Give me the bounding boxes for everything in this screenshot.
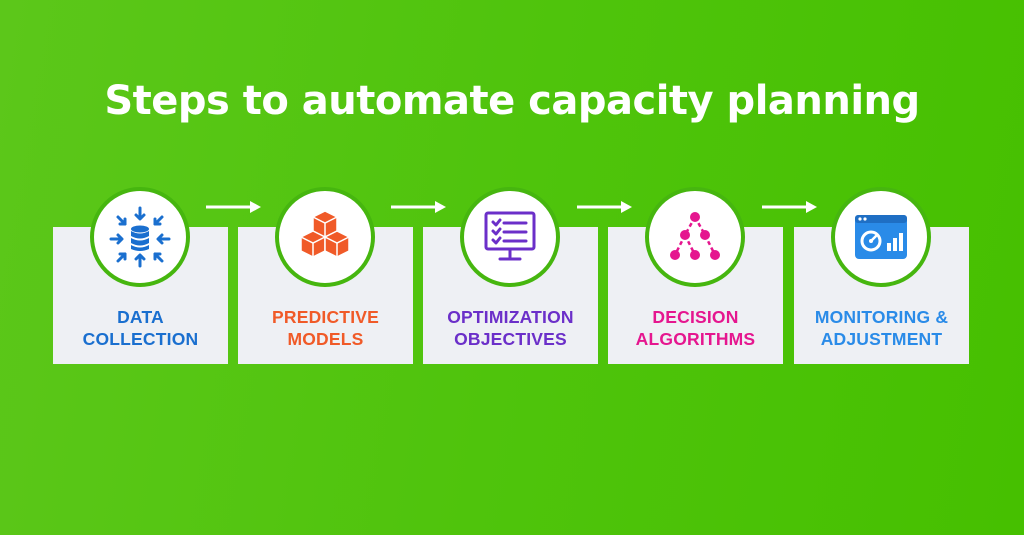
- step-icon-circle: [90, 187, 190, 287]
- arrow-icon: [204, 199, 262, 215]
- step-icon-circle: [645, 187, 745, 287]
- step-icon-circle: [275, 187, 375, 287]
- monitor-checklist-icon: [484, 211, 536, 261]
- dashboard-gauge-icon: [855, 215, 907, 259]
- step-icon-circle: [831, 187, 931, 287]
- arrow-icon: [389, 199, 447, 215]
- step-icon-circle: [460, 187, 560, 287]
- arrow-icon: [760, 199, 818, 215]
- step-label-monitoring-adjustment: MONITORING &ADJUSTMENT: [814, 307, 949, 349]
- decision-tree-icon: [670, 212, 720, 260]
- cubes-icon: [300, 210, 350, 258]
- page-title: Steps to automate capacity planning: [104, 78, 920, 124]
- data-collection-icon: [109, 206, 171, 268]
- arrow-icon: [575, 199, 633, 215]
